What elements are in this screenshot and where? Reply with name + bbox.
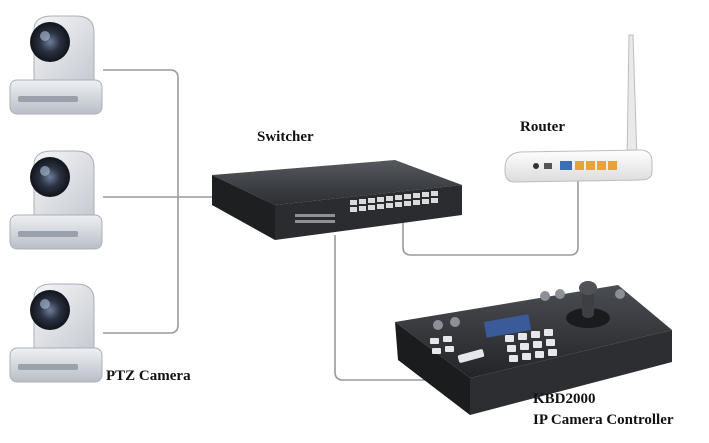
controller-name-label: IP Camera Controller (533, 412, 674, 428)
router-label: Router (520, 119, 565, 135)
ptz-keyboard-controller-icon (395, 281, 672, 415)
wifi-router-icon (504, 34, 653, 183)
cables (103, 69, 579, 381)
switch-ports (295, 191, 438, 223)
ptz-camera-3-icon (9, 283, 103, 383)
ptz-camera-1-icon (9, 15, 103, 115)
cable-switch-to-controller (334, 235, 440, 381)
network-switch-icon (212, 160, 462, 240)
cable-camera1-to-switch (103, 69, 179, 334)
controller-model-label: KBD2000 (533, 391, 596, 407)
switcher-label: Switcher (257, 129, 314, 145)
ptz-camera-label: PTZ Camera (106, 368, 191, 384)
controller-keys (430, 329, 557, 363)
cable-switch-to-router (402, 178, 579, 256)
ptz-camera-2-icon (9, 150, 103, 250)
